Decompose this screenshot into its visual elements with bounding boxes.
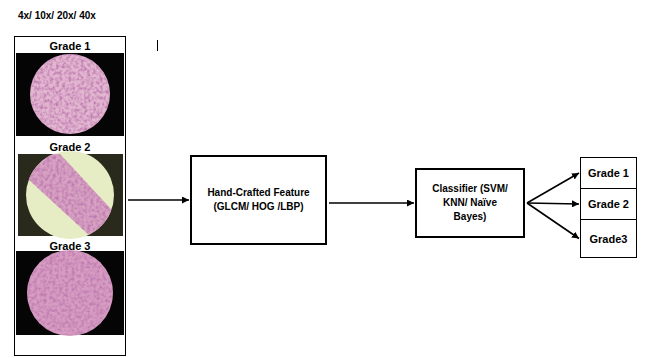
tissue-texture: [18, 154, 123, 236]
image-panel: Grade 2: [16, 139, 124, 237]
image-panel: Grade 3: [16, 238, 124, 336]
micrograph-grade-2: [18, 151, 123, 239]
node-label: Grade 3: [50, 240, 91, 253]
process-box: Classifier (SVM/ KNN/ Naïve Bayes): [415, 168, 525, 238]
cursor-tick: [157, 40, 158, 51]
node-label: Grade3: [590, 233, 628, 245]
flow-arrow: [527, 203, 579, 239]
flow-arrow: [527, 203, 579, 204]
node-label: Grade 1: [50, 40, 91, 53]
node-label: Grade 2: [588, 198, 629, 210]
node-label: Hand-Crafted Feature (GLCM/ HOG /LBP): [207, 186, 311, 214]
output-cell: Grade3: [580, 219, 637, 258]
micrograph-grade-1: [16, 53, 124, 136]
image-ground: [16, 251, 124, 335]
output-cell: Grade 1: [580, 157, 637, 189]
tissue-texture: [16, 251, 124, 335]
node-label: Classifier (SVM/ KNN/ Naïve Bayes): [431, 182, 509, 224]
process-box: Hand-Crafted Feature (GLCM/ HOG /LBP): [190, 155, 327, 245]
micrograph-grade-3: [16, 250, 124, 336]
tissue-texture: [16, 53, 124, 136]
node-label: Grade 1: [588, 167, 629, 179]
magnification-heading: 4x/ 10x/ 20x/ 40x: [18, 10, 96, 21]
flow-arrow: [329, 202, 414, 204]
image-panel: Grade 1: [16, 38, 124, 138]
flow-arrow: [128, 199, 189, 201]
tissue-band: [18, 154, 123, 236]
image-set-frame: Grade 1Grade 2Grade 34x/ 10x/ 20x/ 40x: [14, 36, 126, 356]
flow-arrow: [527, 173, 579, 203]
image-ground: [16, 53, 124, 136]
output-cell: Grade 2: [580, 188, 637, 220]
node-label: Grade 2: [50, 141, 91, 154]
